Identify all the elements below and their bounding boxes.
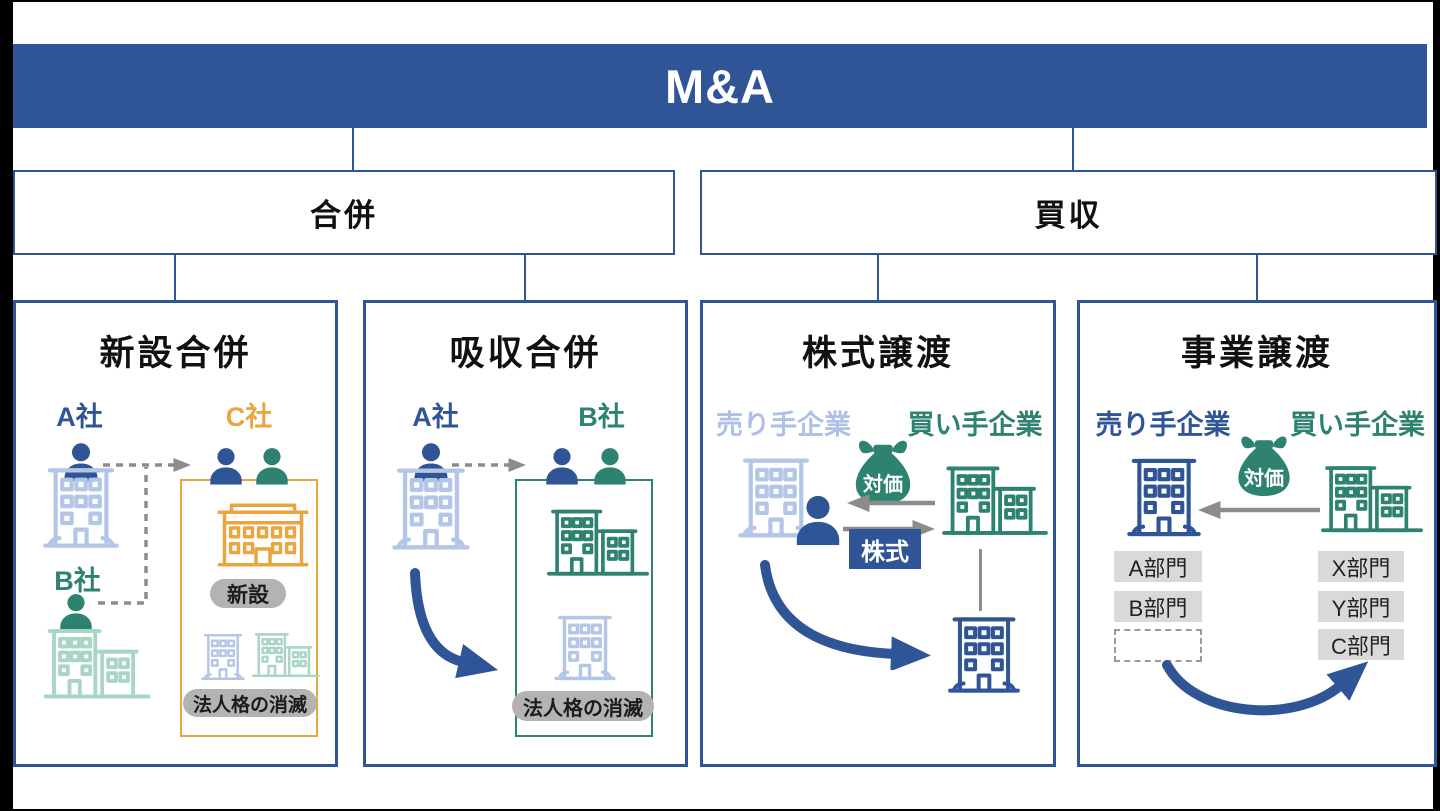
connector-line [174, 255, 176, 300]
shares-box: 株式 [849, 529, 921, 569]
company-c-label: C社 [225, 402, 273, 432]
building-annex-icon [43, 629, 151, 699]
panel-title: 吸収合併 [449, 334, 602, 373]
seller-dept-a: A部門 [1114, 551, 1202, 582]
connector-line [352, 128, 354, 170]
connector-line [877, 255, 879, 300]
person-icon [594, 448, 626, 485]
panel-title: 株式譲渡 [801, 334, 954, 373]
dissolution-pill: 法人格の消滅 [512, 691, 654, 721]
buyer-dept-x: X部門 [1318, 551, 1404, 582]
consideration-label: 対価 [1244, 467, 1284, 490]
dashed-arrow-icon [98, 458, 191, 605]
buyer-label: 買い手企業 [1290, 410, 1425, 440]
faded-building-annex-icon [252, 633, 320, 678]
building-annex-icon [547, 509, 649, 576]
building-icon [1122, 449, 1206, 546]
screen-edge-bottom [0, 809, 1440, 811]
dissolution-pill: 法人格の消滅 [183, 689, 317, 717]
payment-arrow-icon [1198, 501, 1320, 519]
connector-line [1072, 128, 1074, 170]
buyer-dept-y: Y部門 [1318, 591, 1404, 622]
panel-shinsetsu-gappei: 新設合併 A社 B社 C社 新設 法人格の消滅 [13, 300, 338, 767]
panel-kyushu-gappei: 吸収合併 A社 B社 法人格の消滅 [363, 300, 688, 767]
company-a-label: A社 [56, 402, 103, 432]
subsidiary-link-line [979, 549, 982, 611]
consideration-label: 対価 [863, 473, 903, 496]
category-acquisition: 買収 [700, 170, 1437, 255]
building-annex-icon [1321, 466, 1423, 533]
new-company-box [180, 479, 318, 737]
person-icon [210, 448, 242, 485]
panel-jigyo-joto: 事業譲渡 売り手企業 買い手企業 対価 A部門 B部門 X部門 Y部門 C部門 [1077, 300, 1437, 767]
dashed-arrow-icon [452, 458, 526, 472]
company-b-label: B社 [578, 402, 625, 432]
buyer-label: 買い手企業 [907, 410, 1043, 440]
panel-title: 事業譲渡 [1180, 334, 1333, 373]
money-bag-icon: 対価 [849, 431, 917, 509]
curved-arrow-icon [410, 568, 499, 679]
buyer-dept-c: C部門 [1318, 629, 1404, 660]
building-annex-icon [942, 466, 1048, 535]
company-b-label: B社 [54, 566, 101, 596]
person-icon [546, 448, 578, 485]
person-icon [256, 448, 288, 485]
screen-edge-top [0, 0, 1440, 2]
panel-title: 新設合併 [99, 334, 252, 373]
page-title: M&A [664, 59, 776, 113]
seller-label: 売り手企業 [716, 410, 851, 440]
connector-line [1256, 255, 1258, 300]
surviving-company-box [515, 479, 653, 737]
new-establishment-pill: 新設 [210, 579, 286, 608]
faded-building-icon [201, 634, 245, 680]
curved-arrow-icon [1162, 660, 1369, 716]
subsidiary-building-icon [943, 609, 1025, 701]
money-bag-icon: 対価 [1232, 427, 1296, 501]
panel-kabushiki-joto: 株式譲渡 売り手企業 買い手企業 対価 株式 [700, 300, 1056, 767]
seller-label: 売り手企業 [1095, 410, 1231, 440]
category-acquisition-label: 買収 [1034, 198, 1103, 233]
category-merger: 合併 [13, 170, 675, 255]
seller-dept-b: B部門 [1114, 591, 1202, 622]
connector-line [524, 255, 526, 300]
banner: M&A [13, 44, 1427, 128]
screen-edge-left [0, 0, 13, 811]
category-merger-label: 合併 [310, 198, 378, 233]
transferred-dept-placeholder [1114, 629, 1202, 662]
hall-building-icon [217, 503, 309, 567]
curved-arrow-icon [760, 560, 931, 670]
faded-building-icon [554, 615, 616, 681]
company-a-label: A社 [412, 402, 459, 432]
